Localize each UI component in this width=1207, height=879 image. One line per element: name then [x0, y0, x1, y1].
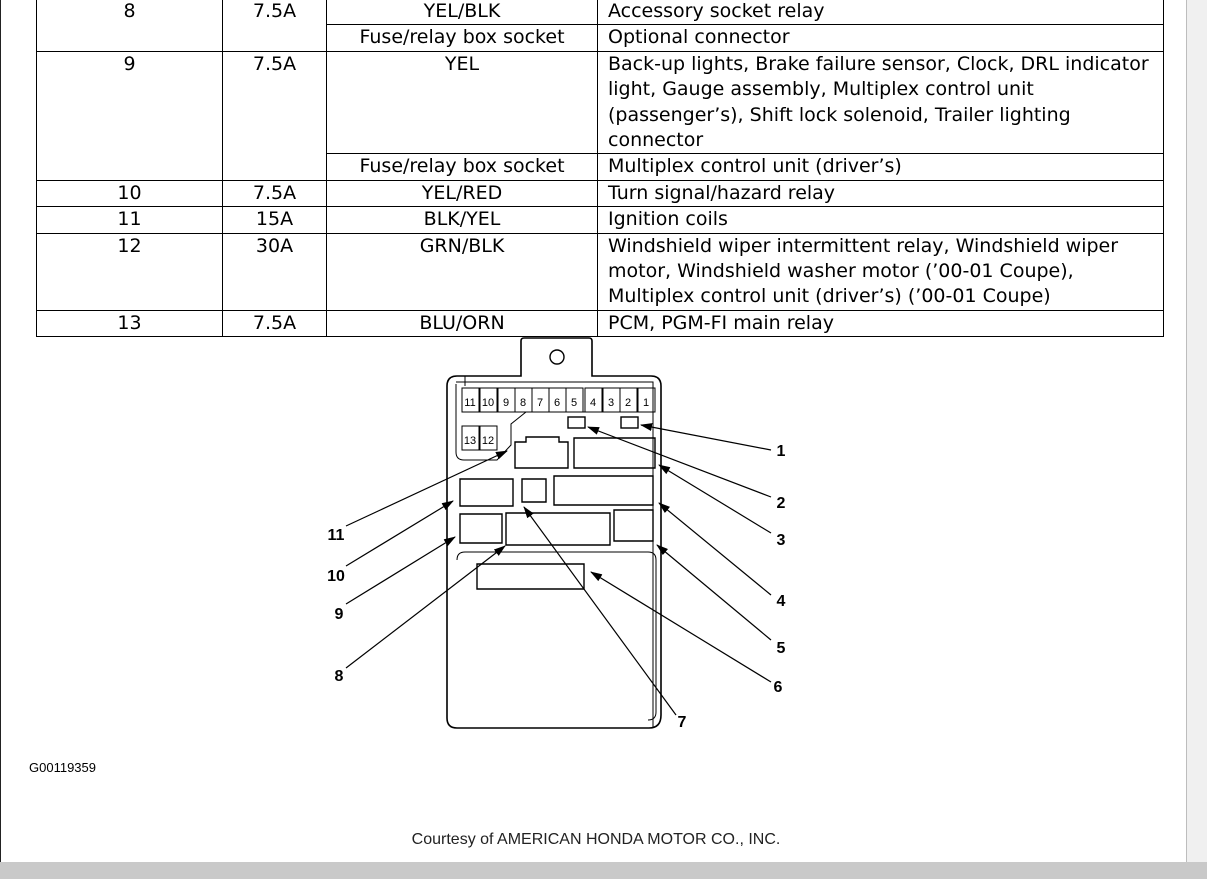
callout-numbers-right: 1 2 3 4 5 6 7 — [678, 443, 786, 731]
wire-color: BLU/ORN — [326, 309, 598, 338]
fuse-slot-label: 6 — [554, 397, 560, 409]
relay-socket-5 — [613, 509, 654, 542]
lower-compartment — [456, 551, 657, 721]
fuse-number: 11 — [36, 206, 223, 234]
circuits-protected: Turn signal/hazard relay — [597, 179, 1164, 208]
table-row: 11 15A BLK/YEL Ignition coils — [36, 206, 1164, 234]
callout-leaders — [345, 423, 772, 716]
wire-color: YEL — [326, 50, 598, 155]
fuse-amperage: 7.5A — [222, 309, 327, 338]
relay-socket-7 — [521, 478, 547, 503]
fuse-slot-label: 4 — [590, 397, 596, 409]
callout-label: 5 — [777, 640, 786, 657]
wire-color: YEL/BLK — [326, 0, 598, 26]
fuse-box-diagram: 11 10 9 8 7 6 5 4 3 2 1 13 12 — [327, 337, 786, 731]
circuits-protected: Ignition coils — [597, 206, 1164, 234]
fuse-amperage: 7.5A — [222, 179, 327, 208]
circuits-protected: PCM, PGM-FI main relay — [597, 309, 1164, 338]
table-row: Fuse/relay box socket Multiplex control … — [36, 153, 1164, 181]
relay-sockets — [459, 416, 656, 590]
fuse-slot-label: 9 — [503, 397, 509, 409]
fuse-slot-label: 3 — [608, 397, 614, 409]
callout-label: 2 — [777, 495, 786, 512]
fuse-slot-label: 11 — [464, 397, 475, 409]
fuse-amperage: 15A — [222, 206, 327, 234]
fuse-number: 10 — [36, 179, 223, 208]
callout-label: 4 — [777, 593, 786, 610]
relay-socket-11 — [514, 436, 569, 469]
relay-socket-10 — [459, 478, 514, 507]
wire-color: YEL/RED — [326, 179, 598, 208]
fuse-slot-label: 10 — [482, 397, 494, 409]
table-row: 13 7.5A BLU/ORN PCM, PGM-FI main relay — [36, 309, 1164, 338]
circuits-protected: Windshield wiper intermittent relay, Win… — [597, 232, 1164, 311]
fuse-slot-label: 1 — [643, 397, 649, 409]
callout-label: 10 — [327, 568, 345, 585]
fuse-slot-label: 7 — [537, 397, 543, 409]
callout-numbers-left: 11 10 9 8 — [327, 527, 345, 685]
callout-label: 6 — [774, 679, 783, 696]
relay-socket-4 — [553, 475, 654, 506]
fuse-slot-label: 12 — [482, 435, 494, 447]
circuits-protected: Accessory socket relay — [597, 0, 1164, 26]
document-page: 8 7.5A YEL/BLK Accessory socket relay Fu… — [0, 0, 1186, 862]
vertical-scrollbar[interactable] — [1186, 0, 1207, 862]
circuits-protected: Multiplex control unit (driver’s) — [597, 153, 1164, 181]
table-row: 8 7.5A YEL/BLK Accessory socket relay — [36, 0, 1164, 26]
wire-color: GRN/BLK — [326, 232, 598, 311]
relay-socket-1 — [620, 416, 639, 429]
fuse-slot-label: 13 — [464, 435, 476, 447]
wire-color: BLK/YEL — [326, 206, 598, 234]
fuse-box-outline — [446, 337, 662, 729]
fuse-slot-label: 5 — [571, 397, 577, 409]
callout-label: 3 — [777, 532, 786, 549]
relay-socket-9 — [459, 513, 503, 544]
fuse-amperage: 7.5A — [222, 50, 327, 154]
fuse-number: 12 — [36, 232, 223, 311]
callout-label: 9 — [335, 606, 344, 623]
callout-label: 8 — [335, 668, 344, 685]
fuse-number: 9 — [36, 50, 223, 154]
diagram-code: G00119359 — [29, 760, 96, 775]
fuse-amperage: 30A — [222, 232, 327, 311]
circuits-protected: Optional connector — [597, 24, 1164, 52]
fuse-table: 8 7.5A YEL/BLK Accessory socket relay Fu… — [36, 0, 1164, 338]
fuse-number — [36, 153, 223, 181]
fuse-slots — [461, 387, 656, 451]
courtesy-note: Courtesy of AMERICAN HONDA MOTOR CO., IN… — [411, 831, 781, 848]
callout-label: 7 — [678, 714, 687, 731]
wire-color: Fuse/relay box socket — [326, 24, 598, 52]
fuse-slot-numbers: 11 10 9 8 7 6 5 4 3 2 1 13 12 — [464, 397, 649, 447]
relay-socket-3 — [573, 437, 656, 469]
fuse-slot-label: 8 — [520, 397, 526, 409]
fuse-amperage: 7.5A — [222, 0, 327, 25]
table-row: Fuse/relay box socket Optional connector — [36, 24, 1164, 52]
relay-socket-2 — [567, 416, 586, 429]
table-row: 10 7.5A YEL/RED Turn signal/hazard relay — [36, 179, 1164, 208]
fuse-number: 8 — [36, 0, 223, 25]
callout-label: 1 — [777, 443, 786, 460]
relay-socket-8 — [505, 512, 611, 546]
fuse-number: 13 — [36, 309, 223, 338]
table-row: 12 30A GRN/BLK Windshield wiper intermit… — [36, 232, 1164, 311]
callout-label: 11 — [328, 527, 345, 544]
fuse-number — [36, 24, 223, 52]
wire-color: Fuse/relay box socket — [326, 153, 598, 181]
fuse-slot-label: 2 — [625, 397, 631, 409]
